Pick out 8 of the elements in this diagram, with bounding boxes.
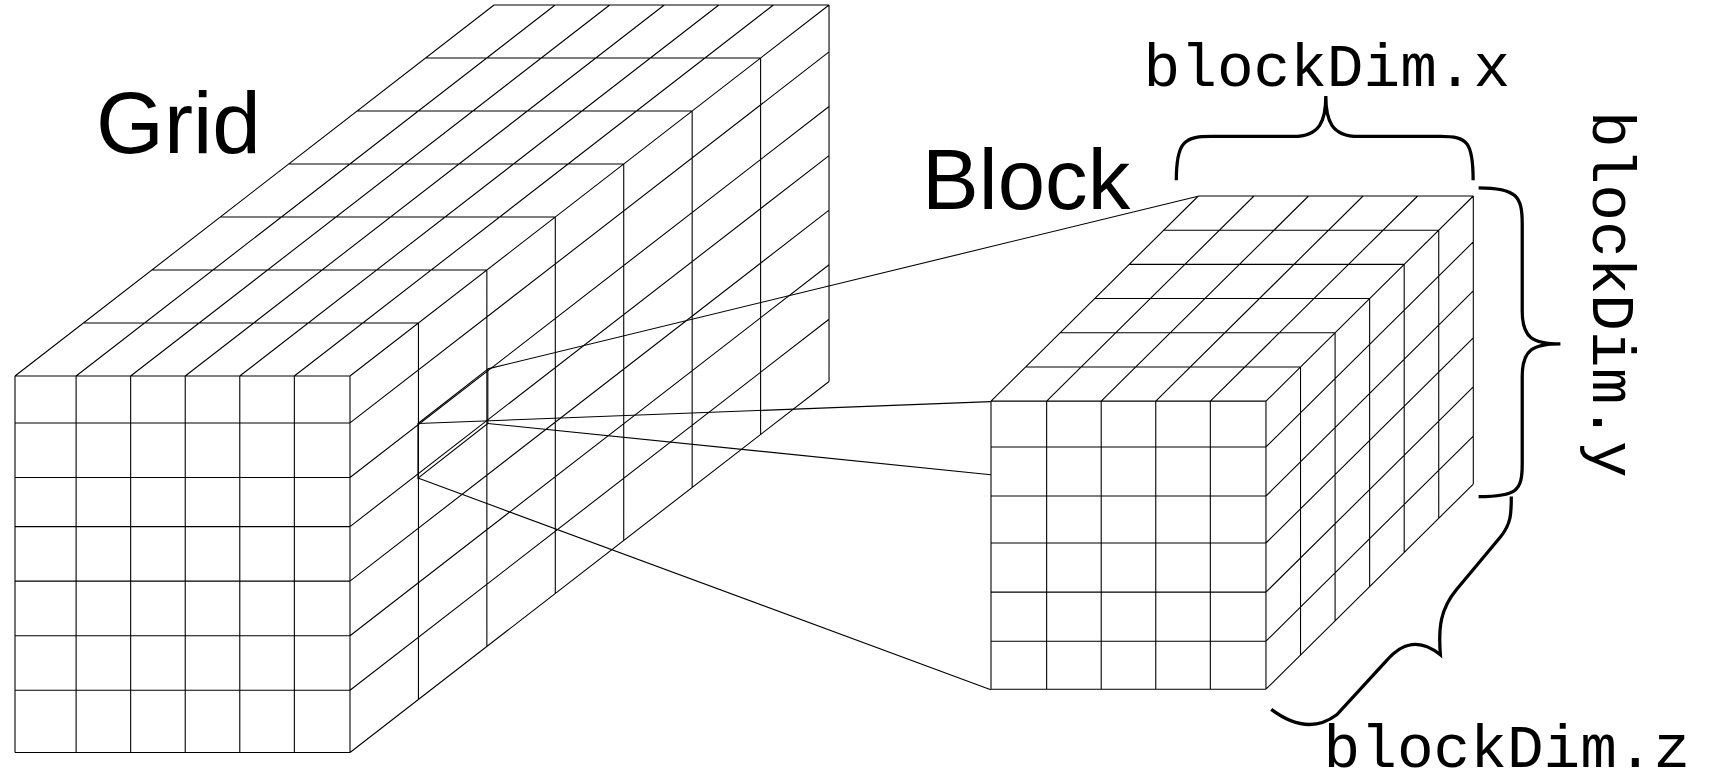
projection-line: [487, 195, 1198, 370]
dimension-label: blockDim.z: [1323, 720, 1691, 776]
projection-line: [487, 422, 992, 476]
heading-text: Block: [922, 137, 1131, 223]
projection-line: [417, 477, 992, 691]
heading-text: Grid: [96, 78, 261, 166]
dimension-label: blockDim.x: [1143, 39, 1511, 101]
dimension-label: blockDim.y: [1578, 111, 1641, 478]
